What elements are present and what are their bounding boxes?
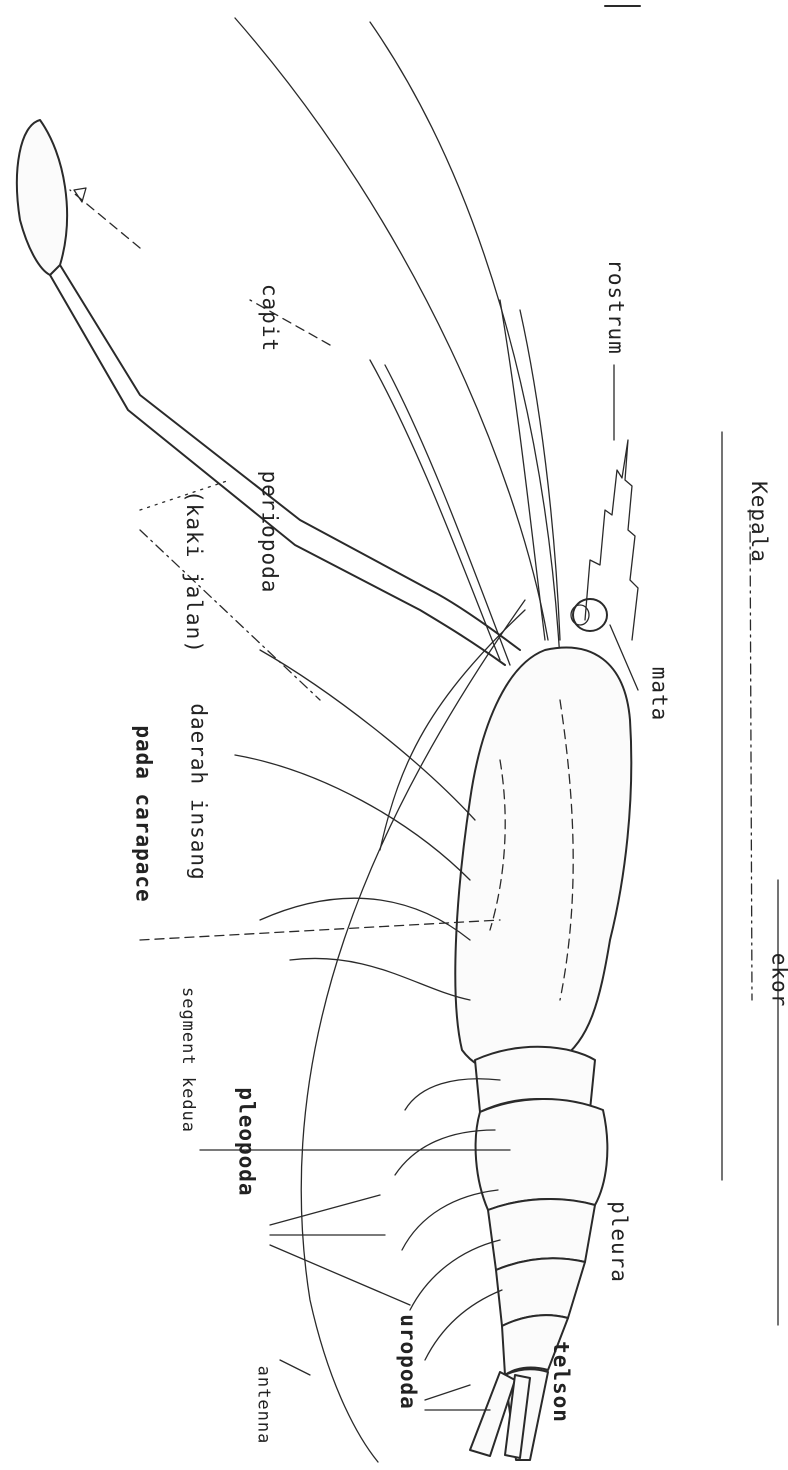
label-ekor: ekor	[767, 953, 788, 1008]
small-cheliped	[370, 360, 500, 660]
insang-leader	[140, 920, 500, 940]
label-segment-kedua: segment kedua	[178, 987, 198, 1133]
uropoda-leaders	[425, 1385, 490, 1410]
carapace-shape	[455, 648, 631, 1075]
segment-2	[476, 1099, 608, 1210]
label-pada-carapace: pada carapace	[132, 725, 156, 902]
kepala-ekor-divider	[750, 510, 752, 1000]
label-pleura: pleura	[607, 1201, 631, 1283]
label-mata: mata	[647, 667, 671, 722]
claw-shape	[17, 120, 67, 275]
label-capit: capit	[258, 284, 282, 352]
eye-shape	[573, 599, 607, 631]
label-antenna: antenna	[253, 1366, 273, 1445]
label-uropoda: uropoda	[396, 1314, 420, 1410]
walking-leg-1	[260, 650, 475, 820]
small-cheliped-2	[385, 365, 510, 665]
walking-leg-4	[290, 958, 470, 1000]
rostrum-shape	[585, 440, 638, 640]
label-pleopoda: pleopoda	[235, 1087, 259, 1196]
label-periopoda: periopoda	[257, 471, 281, 594]
pleopod-4	[410, 1240, 500, 1310]
periopoda-leader-2	[140, 530, 320, 700]
antenna-leader	[280, 1360, 310, 1375]
label-daerah-insang: daerah insang	[187, 703, 211, 880]
walking-leg-2	[235, 755, 470, 880]
pleopod-5	[425, 1290, 502, 1360]
label-rostrum: rostrum	[604, 259, 628, 355]
pleopoda-leaders	[270, 1195, 410, 1305]
label-telson: telson	[549, 1341, 573, 1423]
walking-leg-3	[260, 898, 470, 940]
capit-arrow	[70, 190, 330, 345]
label-kepala: Kepala	[747, 481, 771, 563]
label-kaki-jalan: (kaki jalan)	[182, 490, 206, 654]
